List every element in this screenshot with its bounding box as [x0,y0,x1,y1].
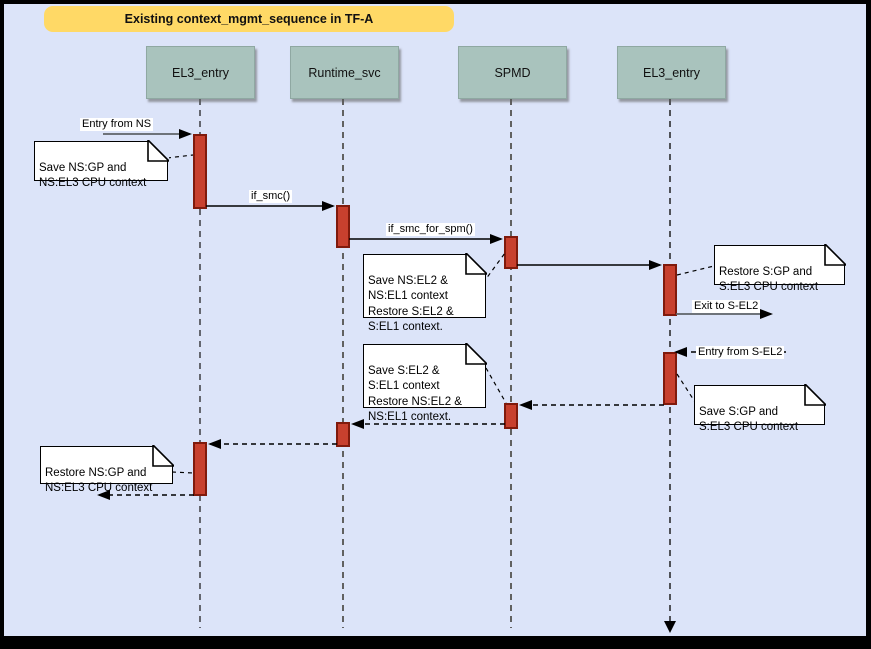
message-label-if-smc: if_smc() [249,190,293,203]
message-label-exit-to-s-el2: Exit to S-EL2 [692,300,761,313]
lifeline-header-spmd: SPMD [458,46,567,99]
note-restore-s-gp: Restore S:GP and S:EL3 CPU context [714,244,846,293]
lifeline-label: Runtime_svc [308,65,381,80]
note-text: Save S:GP and S:EL3 CPU context [699,405,799,434]
note-connector-2 [482,252,506,284]
note-save-ns-context: Save NS:GP and NS:EL3 CPU context [34,140,169,189]
activation-bar-el3-entry-1a [193,134,207,209]
activation-bar-runtime-svc-b [336,422,350,447]
activation-bar-spmd-b [504,403,518,429]
note-connector-3 [676,265,715,276]
note-fold-icon [151,445,174,468]
lifeline-header-el3-entry-2: EL3_entry [617,46,726,99]
note-text: Save S:EL2 & S:EL1 context Restore NS:EL… [368,364,462,424]
note-connector-4 [676,373,696,403]
message-label-if-smc-for-spm: if_smc_for_spm() [386,223,475,236]
note-fold-icon [823,244,846,267]
note-save-s-el2-restore-ns-el2: Save S:EL2 & S:EL1 context Restore NS:EL… [363,343,487,423]
note-save-ns-el2-restore-s-el2: Save NS:EL2 & NS:EL1 context Restore S:E… [363,253,487,333]
lifeline-header-el3-entry-1: EL3_entry [146,46,255,99]
message-label-entry-from-ns: Entry from NS [80,118,154,131]
note-text: Restore NS:GP and NS:EL3 CPU context [45,466,153,495]
note-text: Restore S:GP and S:EL3 CPU context [719,265,819,294]
activation-bar-el3-entry-1b [193,442,207,496]
diagram-canvas [4,4,866,636]
note-connector-5 [485,367,507,404]
note-connector-1 [166,154,194,159]
activation-bar-runtime-svc-a [336,205,350,248]
note-fold-icon [464,343,487,366]
activation-bar-el3-entry-2b [663,352,677,405]
note-fold-icon [146,140,169,163]
note-text: Save NS:EL2 & NS:EL1 context Restore S:E… [368,274,454,334]
lifeline-label: EL3_entry [172,65,229,80]
note-text: Save NS:GP and NS:EL3 CPU context [39,161,147,190]
note-restore-ns-gp: Restore NS:GP and NS:EL3 CPU context [40,445,174,494]
lifeline-end-arrow-icon [664,621,676,633]
activation-bar-el3-entry-2a [663,264,677,316]
note-save-s-gp: Save S:GP and S:EL3 CPU context [694,384,826,433]
activation-bar-spmd-a [504,236,518,269]
diagram-title: Existing context_mgmt_sequence in TF-A [44,6,454,32]
note-fold-icon [803,384,826,407]
note-fold-icon [464,253,487,276]
lifeline-label: SPMD [494,65,531,80]
lifeline-header-runtime-svc: Runtime_svc [290,46,399,99]
lifeline-label: EL3_entry [643,65,700,80]
message-label-entry-from-s-el2: Entry from S-EL2 [696,346,785,359]
note-connector-6 [171,471,194,474]
